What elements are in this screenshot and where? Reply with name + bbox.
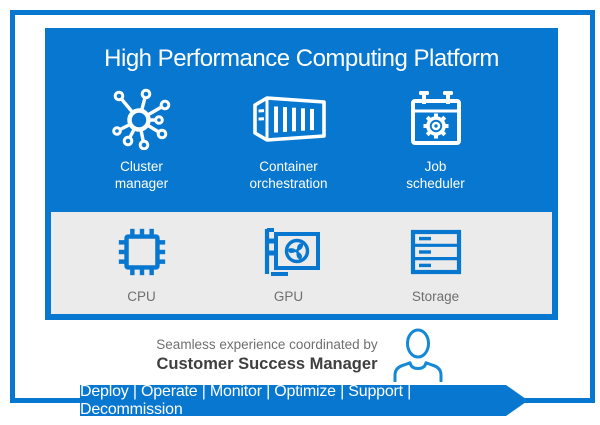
platform-title: High Performance Computing Platform <box>104 45 499 72</box>
csm-title: Customer Success Manager <box>156 355 378 373</box>
job-scheduler-item: Job scheduler <box>362 88 509 192</box>
container-orchestration-item: Container orchestration <box>215 88 362 192</box>
csm-caption: Seamless experience coordinated by <box>156 337 378 352</box>
software-icon-row: Cluster manager <box>32 88 545 192</box>
hardware-panel: CPU <box>51 212 552 314</box>
platform-panel: High Performance Computing Platform <box>45 28 558 320</box>
storage-server-icon <box>409 224 463 280</box>
lifecycle-banner-text: Deploy | Operate | Monitor | Optimize | … <box>80 382 412 418</box>
cpu-label: CPU <box>127 289 156 304</box>
cluster-manager-label: Cluster manager <box>114 159 169 191</box>
storage-label: Storage <box>411 289 460 304</box>
csm-text: Seamless experience coordinated by Custo… <box>156 336 377 374</box>
container-icon <box>250 88 328 150</box>
cluster-manager-item: Cluster manager <box>68 88 215 192</box>
storage-item: Storage <box>362 224 509 304</box>
gpu-item: GPU <box>215 224 362 304</box>
csm-section: Seamless experience coordinated by Custo… <box>0 328 600 382</box>
cluster-network-icon <box>111 88 173 150</box>
gpu-card-icon <box>257 224 321 280</box>
calendar-gear-icon <box>408 88 464 150</box>
gpu-label: GPU <box>273 289 304 304</box>
job-scheduler-label: Job scheduler <box>406 159 465 191</box>
lifecycle-banner: Deploy | Operate | Monitor | Optimize | … <box>80 385 528 416</box>
hardware-icon-row: CPU <box>38 224 539 304</box>
container-orchestration-label: Container orchestration <box>249 159 328 191</box>
person-icon <box>392 328 444 382</box>
cpu-item: CPU <box>68 224 215 304</box>
cpu-chip-icon <box>114 224 170 280</box>
